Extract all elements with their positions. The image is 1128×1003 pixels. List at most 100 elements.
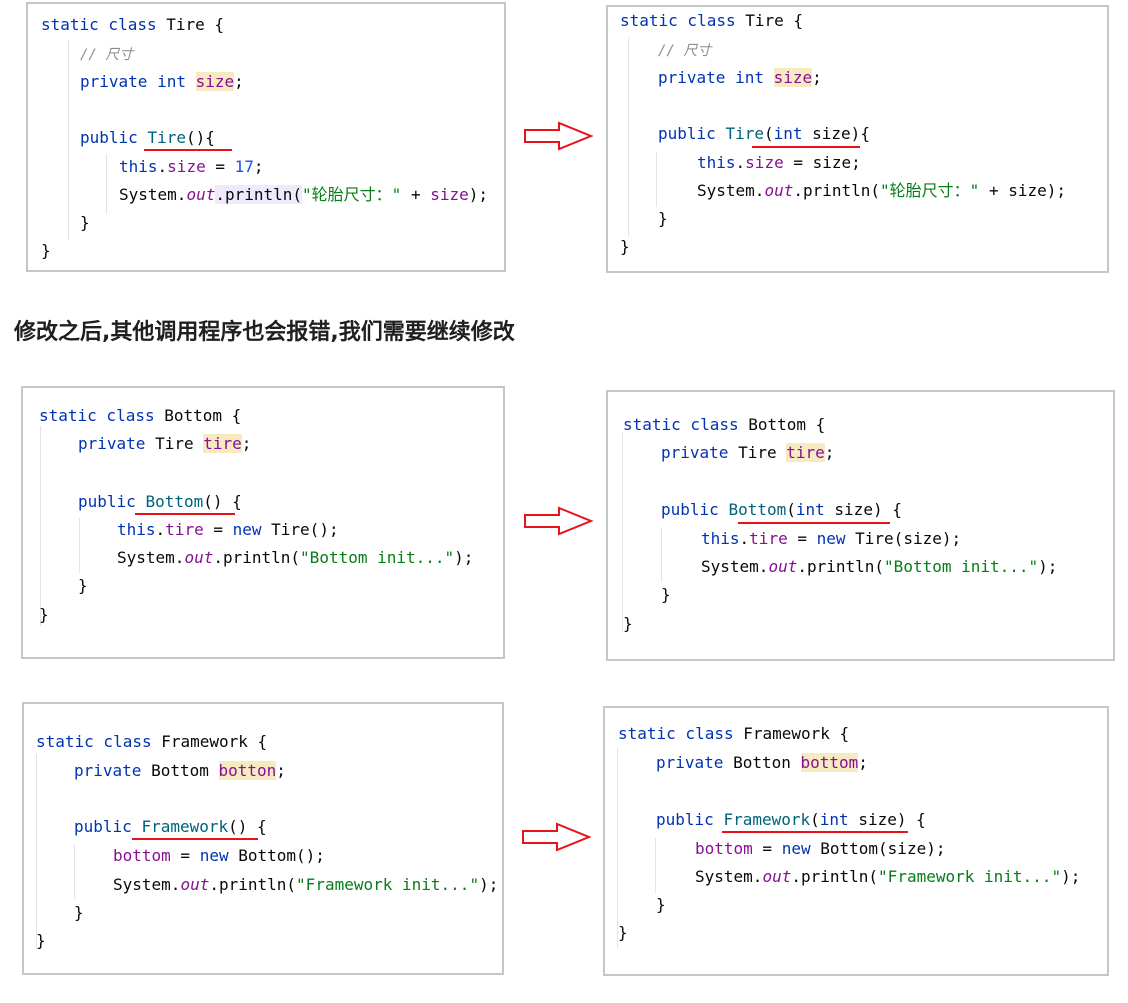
code-line: } (41, 241, 51, 261)
punctuation: ); (1061, 867, 1081, 886)
keyword: public (74, 817, 132, 836)
red-underline (722, 831, 908, 833)
string-literal: "轮胎尺寸：" (302, 185, 402, 204)
type: Botton (723, 753, 801, 772)
method-call: .println (215, 185, 293, 204)
static-field: out (762, 867, 792, 886)
keyword: static class (41, 15, 157, 34)
punctuation: ( (810, 810, 820, 829)
class-name: Bottom { (154, 406, 242, 425)
red-underline (135, 513, 235, 515)
operator: = (170, 846, 200, 865)
class-name: Framework { (151, 732, 268, 751)
code-line: System.out.println("Bottom init..."); (701, 557, 1057, 577)
punctuation: } (623, 614, 633, 633)
red-underline (752, 146, 860, 148)
keyword: this (697, 153, 736, 172)
comment: // 尺寸 (80, 47, 134, 63)
keyword: new (199, 846, 229, 865)
class-ref: System. (697, 181, 765, 200)
expression: Tire(size); (845, 529, 962, 548)
code-line: private Tire tire; (661, 443, 834, 463)
code-panel-bottom-after: static class Bottom { private Tire tire;… (606, 390, 1115, 661)
code-panel-framework-after: static class Framework { private Botton … (603, 706, 1109, 976)
punctuation: } (658, 209, 668, 228)
indent-guide (628, 37, 629, 237)
parameter: size) { (848, 810, 926, 829)
class-name: Bottom { (738, 415, 826, 434)
punctuation: () { (203, 492, 242, 511)
code-line: this.tire = new Tire(); (117, 520, 339, 540)
expression: Bottom(); (228, 846, 325, 865)
keyword: private (74, 761, 142, 780)
keyword: this (117, 520, 156, 539)
class-ref: System. (117, 548, 185, 567)
code-comment-line: // 尺寸 (80, 44, 133, 65)
field-highlighted: size (773, 68, 813, 87)
keyword: public (78, 492, 136, 511)
red-outline-right-arrow-icon (524, 506, 594, 536)
code-line: public Bottom(int size) { (661, 500, 902, 520)
indent-guide (661, 527, 662, 582)
keyword: int (819, 810, 849, 829)
keyword: static class (623, 415, 739, 434)
punctuation: ); (479, 875, 499, 894)
keyword: private int (80, 72, 186, 91)
red-underline (144, 149, 232, 151)
expression: Tire(); (261, 520, 339, 539)
static-field: out (764, 181, 794, 200)
code-line: public Tire(int size){ (658, 124, 870, 144)
constructor-name: Tire (147, 128, 186, 147)
operator: = (203, 520, 233, 539)
constructor-name: Bottom (728, 500, 787, 519)
operator: = (787, 529, 817, 548)
code-line: } (618, 923, 628, 943)
keyword: private (656, 753, 724, 772)
code-line: static class Framework { (36, 732, 267, 752)
code-line: System.out.println("Framework init..."); (113, 875, 498, 895)
keyword: int (795, 500, 825, 519)
code-panel-bottom-before: static class Bottom { private Tire tire;… (21, 386, 505, 659)
field: bottom (695, 839, 753, 858)
punctuation: } (661, 585, 671, 604)
field-highlighted: bottom (800, 753, 859, 772)
field: size (167, 157, 206, 176)
static-field: out (186, 185, 216, 204)
type: Bottom (141, 761, 219, 780)
method-call: .println( (797, 557, 885, 576)
red-outline-right-arrow-icon (524, 121, 594, 151)
class-ref: System. (695, 867, 763, 886)
indent-guide (656, 152, 657, 207)
type: Tire (145, 434, 204, 453)
field: bottom (113, 846, 171, 865)
punctuation: . (735, 153, 746, 172)
field: tire (165, 520, 204, 539)
constructor-name: Framework (723, 810, 811, 829)
keyword: public (656, 810, 714, 829)
keyword: int (773, 124, 803, 143)
string-literal: "Bottom init..." (884, 557, 1039, 576)
punctuation: } (80, 213, 90, 232)
keyword: static class (620, 11, 736, 30)
method-call: .println( (213, 548, 301, 567)
type: Tire (728, 443, 787, 462)
punctuation: ; (276, 761, 286, 780)
punctuation: } (39, 605, 49, 624)
keyword: this (701, 529, 740, 548)
punctuation: ; (824, 443, 835, 462)
punctuation: ; (253, 157, 264, 176)
punctuation: } (620, 237, 630, 256)
punctuation: . (157, 157, 168, 176)
code-line: } (74, 903, 84, 923)
keyword: public (661, 500, 719, 519)
method-call: .println( (209, 875, 297, 894)
code-line: static class Tire { (620, 11, 803, 31)
method-call: .println( (791, 867, 879, 886)
static-field: out (768, 557, 798, 576)
code-panel-tire-before: static class Tire { // 尺寸 private int si… (26, 2, 506, 272)
expression: Bottom(size); (810, 839, 946, 858)
punctuation: } (36, 931, 46, 950)
punctuation: } (618, 923, 628, 942)
keyword: new (816, 529, 846, 548)
constructor-name: Tire (725, 124, 764, 143)
